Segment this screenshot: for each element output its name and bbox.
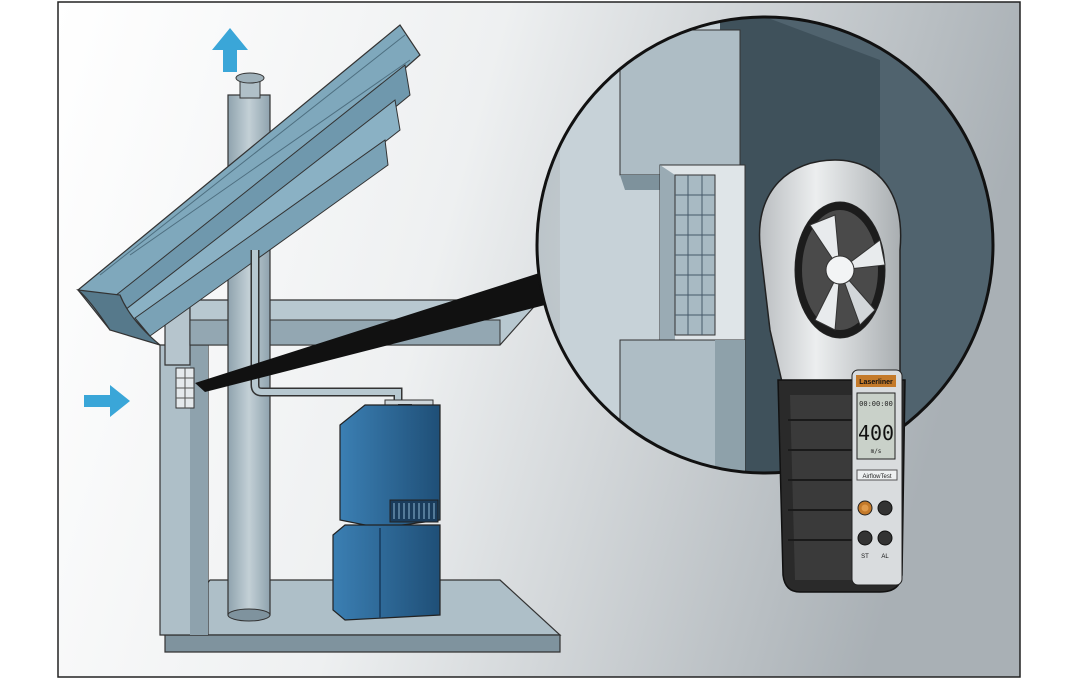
hold-button[interactable]: [857, 530, 873, 546]
exhaust-arrow-icon: [212, 28, 248, 72]
vent-grille-icon: [674, 174, 716, 336]
display-line-1: 00:00:00: [859, 400, 893, 408]
mode-button[interactable]: [877, 500, 893, 516]
airflow-arrow-icon: [84, 385, 130, 417]
menu-button[interactable]: [877, 530, 893, 546]
button-label-st: ST: [861, 554, 869, 560]
display-reading: 400: [858, 421, 894, 445]
flue-pipe: [250, 250, 403, 405]
display-unit: m/s: [871, 448, 882, 455]
vent-grille-icon: [175, 367, 195, 409]
power-button[interactable]: [857, 500, 873, 516]
brand-label: Laserliner: [859, 379, 893, 386]
brand-label-plate: [856, 375, 896, 387]
lcd-display: [856, 392, 896, 460]
boiler-icon: [332, 399, 441, 621]
roof: [76, 24, 421, 346]
model-label: AirflowTest: [862, 474, 891, 480]
button-label-al: AL: [881, 554, 889, 560]
anemometer-icon: Laserliner 00:00:00 400 m/s AirflowTest …: [758, 159, 906, 593]
fan-blades: [809, 214, 886, 331]
zoom-connector: [195, 268, 555, 392]
